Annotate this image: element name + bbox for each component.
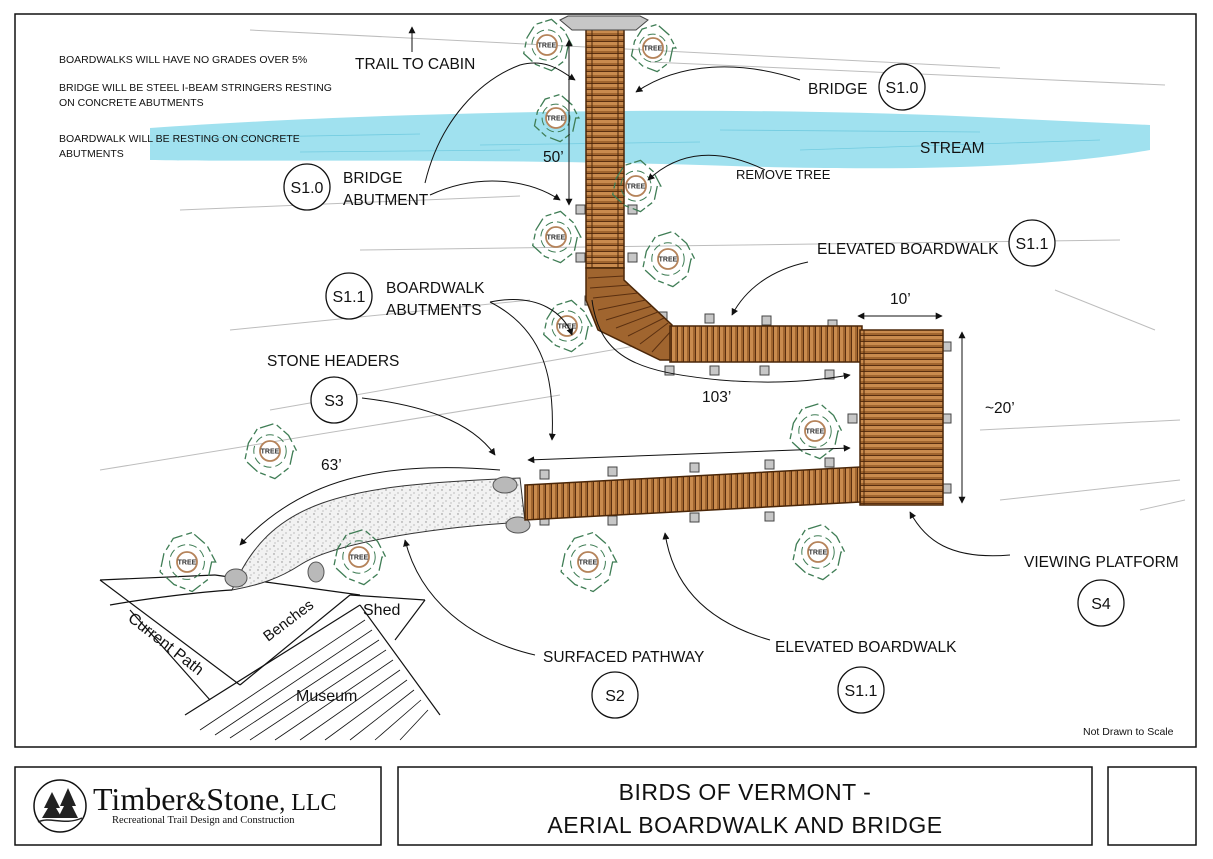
note-bridge: BRIDGE WILL BE STEEL I-BEAM STRINGERS RE… — [59, 82, 332, 94]
tree-icon: TREE — [792, 523, 846, 581]
label-museum: Museum — [296, 688, 357, 705]
label-bridge-abutment-2: ABUTMENT — [343, 192, 429, 209]
tree-label: TREE — [809, 550, 828, 557]
tree-label: TREE — [579, 560, 598, 567]
label-stream: STREAM — [920, 140, 985, 157]
code-surfaced-pathway: S2 — [605, 688, 625, 705]
tree-label: TREE — [806, 429, 825, 436]
detail-callout-circles — [283, 63, 1125, 719]
stone-header — [307, 561, 325, 583]
upper-elevated-boardwalk — [669, 325, 863, 363]
tree-label: TREE — [178, 560, 197, 567]
tree-label: TREE — [644, 46, 663, 53]
tree-label: TREE — [547, 116, 566, 123]
leader-arrows — [361, 26, 1011, 656]
title-block-title-box — [397, 766, 1093, 846]
tree-icon: TREE — [522, 18, 573, 72]
bend-planks — [587, 275, 673, 353]
dimension-lines — [239, 39, 966, 546]
label-remove-tree: REMOVE TREE — [736, 167, 831, 182]
museum-hatching — [199, 619, 429, 741]
dimension-boardwalk-length: 103’ — [702, 389, 731, 406]
label-viewing-platform: VIEWING PLATFORM — [1024, 554, 1179, 571]
tree-label: TREE — [538, 43, 557, 50]
title-block-sheet-box — [1107, 766, 1197, 846]
tree-label: TREE — [261, 449, 280, 456]
label-bridge-abutment: BRIDGE — [343, 170, 402, 187]
title-line-2: AERIAL BOARDWALK AND BRIDGE — [547, 812, 942, 838]
drawing-frame — [14, 13, 1197, 748]
code-elevated-boardwalk-bottom: S1.1 — [845, 683, 878, 700]
title-line-1: BIRDS OF VERMONT - — [619, 779, 872, 805]
label-shed: Shed — [363, 602, 400, 619]
current-path-edge — [109, 589, 233, 606]
terrain-contours — [99, 29, 1186, 511]
trees: TREE TREE TREE TREE TREE TREE TREE TREE TREE TREE… — [159, 18, 846, 593]
label-elevated-boardwalk-bottom: ELEVATED BOARDWALK — [775, 639, 957, 656]
lower-elevated-boardwalk — [524, 466, 861, 521]
label-trail-to-cabin: TRAIL TO CABIN — [355, 56, 475, 73]
note-grades: BOARDWALKS WILL HAVE NO GRADES OVER 5% — [59, 54, 307, 66]
stream-water — [150, 110, 1150, 169]
company-name: Timber&Stone, LLC — [93, 781, 337, 817]
note-boardwalk-cont: ABUTMENTS — [59, 148, 124, 160]
dimension-bridge-length: 50’ — [543, 149, 564, 166]
surfaced-pathway — [231, 477, 526, 591]
stone-header — [505, 516, 531, 534]
label-surfaced-pathway: SURFACED PATHWAY — [543, 649, 704, 666]
code-stone-headers: S3 — [324, 393, 344, 410]
viewing-platform — [859, 329, 944, 506]
dimension-platform-depth: ~20’ — [985, 400, 1015, 417]
dimension-path-length: 63’ — [321, 457, 342, 474]
tree-icon: TREE — [642, 230, 696, 288]
tree-icon: TREE — [333, 528, 387, 586]
code-bridge: S1.0 — [886, 80, 919, 97]
tree-label: TREE — [558, 324, 577, 331]
tree-icon: TREE — [630, 23, 677, 73]
company-tagline: Recreational Trail Design and Constructi… — [112, 815, 295, 826]
label-stone-headers: STONE HEADERS — [267, 353, 399, 370]
tree-label: TREE — [547, 235, 566, 242]
dimension-platform-width: 10’ — [890, 291, 911, 308]
label-elevated-boardwalk-top: ELEVATED BOARDWALK — [817, 241, 999, 258]
bridge-end-abutment — [559, 15, 649, 31]
code-bridge-abutment: S1.0 — [291, 180, 324, 197]
tree-icon: TREE — [533, 93, 580, 143]
tree-icon: TREE — [159, 531, 217, 593]
label-not-to-scale: Not Drawn to Scale — [1083, 726, 1174, 738]
tree-label: TREE — [350, 555, 369, 562]
tree-label: TREE — [627, 184, 646, 191]
note-bridge-cont: ON CONCRETE ABUTMENTS — [59, 97, 204, 109]
stone-header — [224, 568, 248, 588]
note-boardwalk: BOARDWALK WILL BE RESTING ON CONCRETE — [59, 133, 300, 145]
tree-label: TREE — [659, 257, 678, 264]
code-viewing-platform: S4 — [1091, 596, 1111, 613]
label-boardwalk-abutments-2: ABUTMENTS — [386, 302, 482, 319]
tree-icon: TREE — [611, 159, 662, 213]
company-logo-icon — [33, 779, 87, 833]
label-current-path: Current Path — [125, 610, 207, 679]
existing-site — [99, 574, 441, 716]
stone-header — [492, 476, 518, 494]
tree-icon: TREE — [531, 210, 582, 264]
tree-icon: TREE — [560, 531, 618, 593]
label-boardwalk-abutments: BOARDWALK — [386, 280, 485, 297]
tree-icon: TREE — [244, 422, 298, 480]
label-bridge: BRIDGE — [808, 81, 867, 98]
code-boardwalk-abutments: S1.1 — [333, 289, 366, 306]
code-elevated-boardwalk-top: S1.1 — [1016, 236, 1049, 253]
